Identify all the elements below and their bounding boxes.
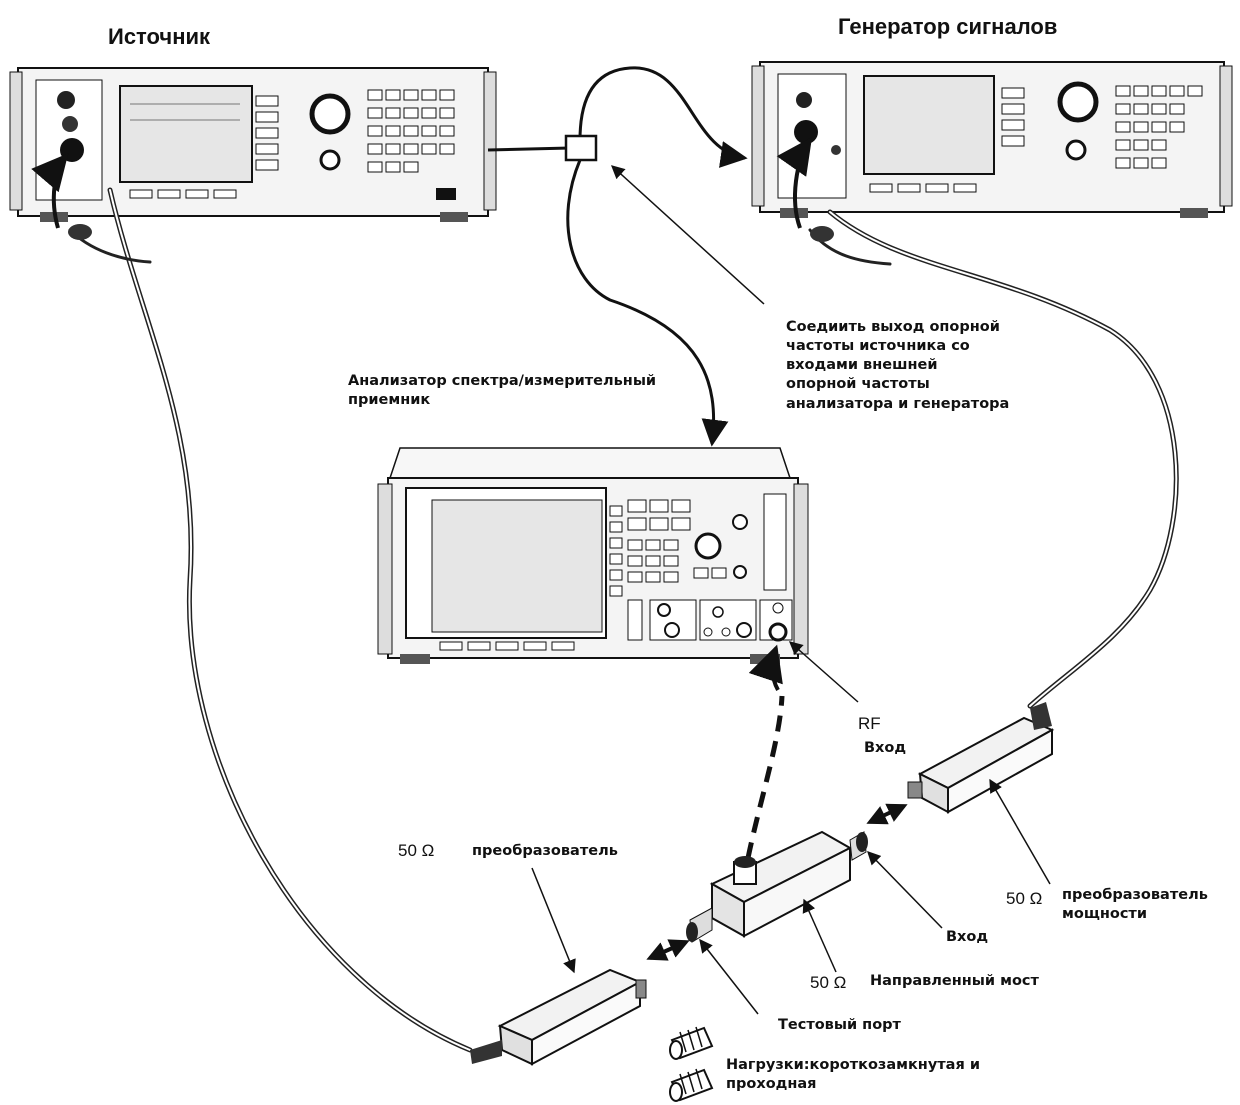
test-port-label: Тестовый порт [778, 1017, 901, 1033]
analyzer-caption: Анализатор спектра/измерительный приемни… [348, 373, 657, 409]
generator-knob [1057, 81, 1099, 123]
power-converter-ohm: 50 Ω [1006, 889, 1043, 908]
power-converter [907, 702, 1055, 814]
spectrum-analyzer [377, 447, 809, 664]
source-instrument [9, 67, 497, 222]
rf-input-text: Вход [864, 739, 907, 756]
rf-input-label: RF Вход [858, 692, 906, 758]
reference-note: Соедиить выход опорной частоты источника… [786, 319, 1010, 412]
dashed-rf-connection [745, 695, 785, 859]
analyzer-screen [431, 499, 603, 633]
loads [669, 1026, 714, 1102]
reference-cables [487, 66, 748, 447]
directional-bridge [686, 830, 868, 943]
source-screen [119, 85, 253, 183]
leader-lines [531, 165, 1051, 1015]
source-knob [309, 93, 351, 135]
rf-input-prefix: RF [858, 714, 881, 734]
bridge-label: Направленный мост [870, 973, 1039, 989]
analyzer-rf-input-connector [768, 622, 788, 642]
left-converter [470, 968, 647, 1066]
signal-generator [751, 61, 1233, 218]
power-converter-label: преобразователь мощности [1062, 887, 1208, 923]
source-title: Источник [108, 24, 211, 49]
generator-title: Генератор сигналов [838, 14, 1058, 39]
left-converter-ohm: 50 Ω [398, 841, 435, 860]
loads-label: Нагрузки:короткозамкнутая и проходная [726, 1057, 980, 1093]
left-converter-label: преобразователь [472, 843, 618, 859]
bridge-input-label: Вход [946, 929, 989, 945]
bridge-ohm: 50 Ω [810, 973, 847, 992]
rf-cables [68, 187, 1179, 1053]
t-splitter [564, 134, 598, 162]
generator-screen [863, 75, 995, 175]
